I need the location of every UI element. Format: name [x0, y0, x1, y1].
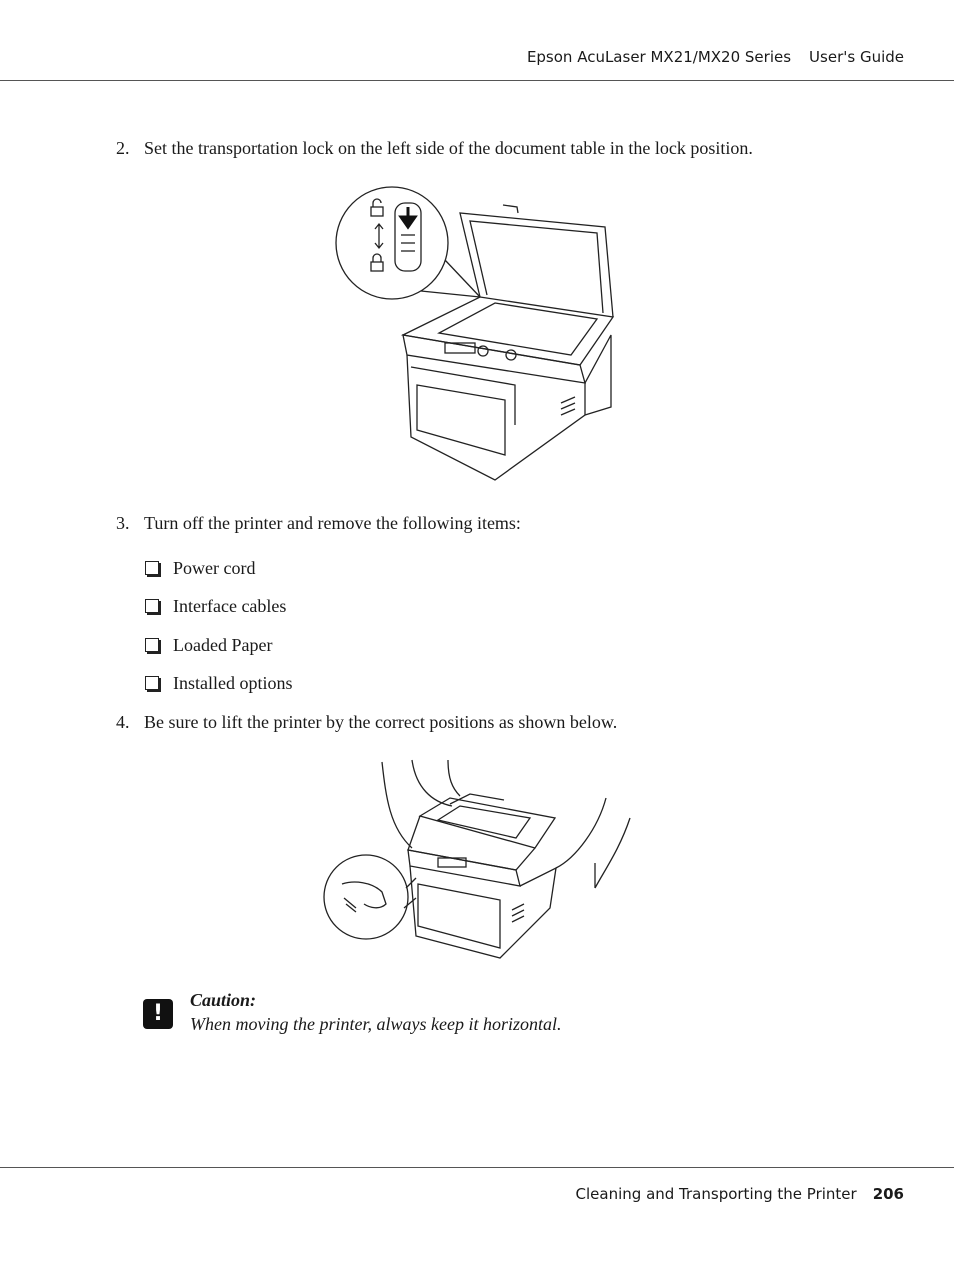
control-panel — [407, 849, 521, 887]
step-text: Set the transportation lock on the left … — [144, 138, 753, 158]
page-number: 206 — [872, 1185, 904, 1203]
arrow-down-icon — [398, 207, 418, 230]
unlock-icon — [370, 198, 384, 217]
left-arm — [381, 761, 413, 849]
step-2: 2. Set the transportation lock on the lef… — [116, 137, 753, 159]
hand-callout-circle — [323, 854, 409, 940]
list-item-text: Interface cables — [173, 596, 287, 616]
transport-lock-illustration — [335, 186, 615, 481]
lifting-printer-illustration — [323, 759, 631, 959]
printer-body — [406, 354, 586, 481]
scanner-bed — [400, 296, 615, 366]
printer-body — [409, 865, 557, 959]
step-number: 4. — [116, 712, 130, 732]
step-3: 3. Turn off the printer and remove the fo… — [116, 512, 521, 534]
document-feeder — [418, 797, 557, 849]
list-item-text: Power cord — [173, 558, 256, 578]
step-number: 3. — [116, 513, 130, 533]
checkbox-bullet-icon — [145, 638, 159, 652]
step-4: 4. Be sure to lift the printer by the cor… — [116, 711, 617, 733]
document-cover — [459, 212, 614, 318]
double-arrow-icon — [374, 222, 384, 250]
footer-rule — [0, 1167, 954, 1168]
right-arm — [555, 797, 607, 869]
lock-icon — [370, 253, 384, 272]
section-title: Cleaning and Transporting the Printer — [575, 1185, 857, 1203]
step-number: 2. — [116, 138, 130, 158]
checkbox-bullet-icon — [145, 561, 159, 575]
page-header: Epson AcuLaser MX21/MX20 Series User's Gu… — [0, 48, 904, 66]
list-item-text: Installed options — [173, 673, 293, 693]
checkbox-bullet-icon — [145, 599, 159, 613]
doc-title: Epson AcuLaser MX21/MX20 Series — [526, 48, 792, 66]
exclamation-icon: ! — [143, 999, 173, 1029]
step-text: Turn off the printer and remove the foll… — [144, 513, 521, 533]
hand-icon — [341, 881, 387, 909]
guide-label: User's Guide — [809, 48, 904, 66]
page-footer: Cleaning and Transporting the Printer 206 — [0, 1185, 904, 1203]
list-item-text: Loaded Paper — [173, 635, 273, 655]
header-rule — [0, 80, 954, 81]
caution-text: When moving the printer, always keep it … — [190, 1014, 562, 1034]
list-item: Power cord — [145, 557, 255, 579]
checkbox-bullet-icon — [145, 676, 159, 690]
list-item: Interface cables — [145, 595, 286, 617]
caution-title: Caution: — [190, 990, 257, 1010]
list-item: Loaded Paper — [145, 634, 272, 656]
step-text: Be sure to lift the printer by the corre… — [144, 712, 618, 732]
lock-callout-circle — [335, 186, 449, 300]
list-item: Installed options — [145, 672, 293, 694]
